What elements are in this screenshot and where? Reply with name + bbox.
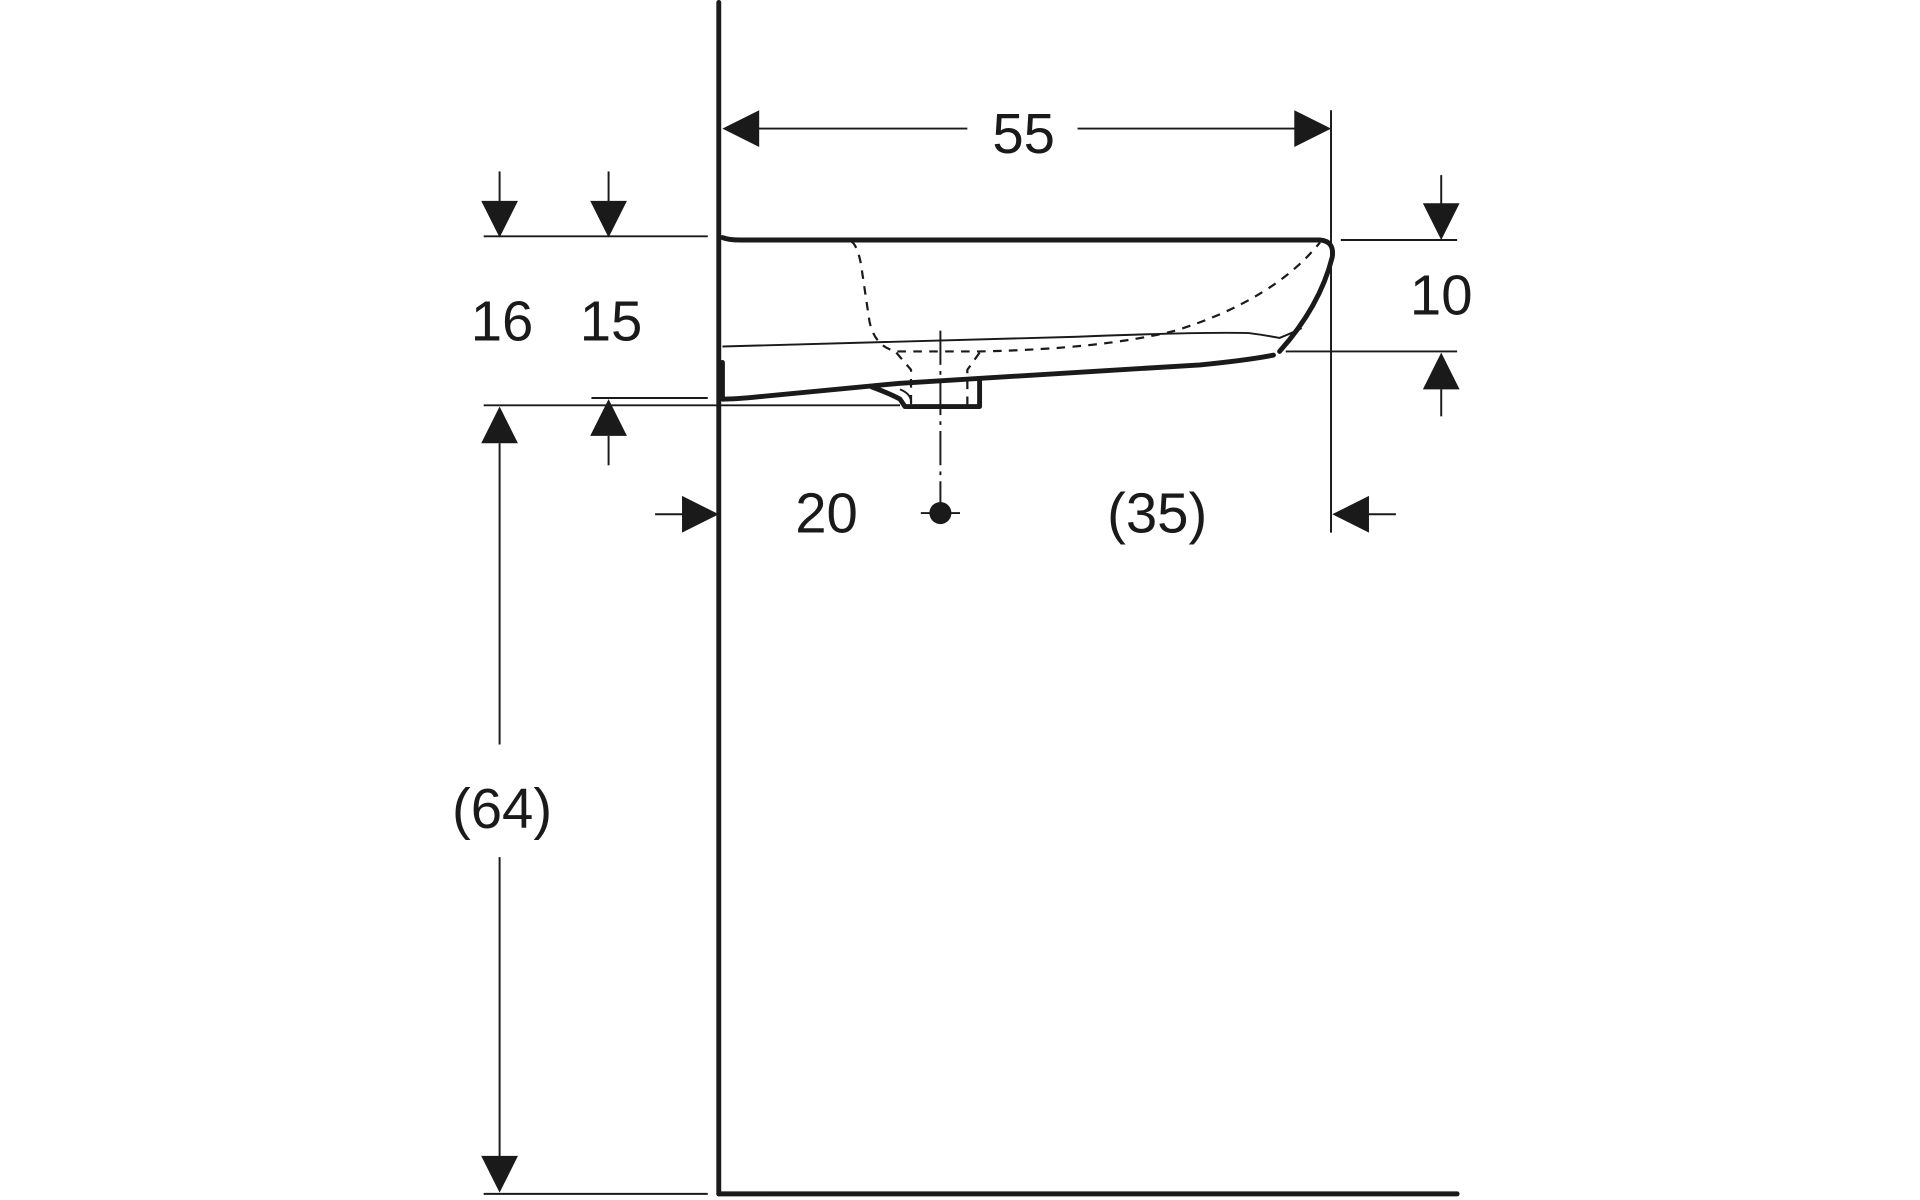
washbasin-outline xyxy=(720,235,1458,409)
width-label: 55 xyxy=(992,102,1055,165)
drain-offset-label: 20 xyxy=(795,482,858,545)
outer-height-label: 16 xyxy=(471,289,534,352)
drain-to-front-label: (35) xyxy=(1107,482,1207,545)
bowl-depth-label: 10 xyxy=(1410,264,1473,327)
mounting-height-dimension: (64) xyxy=(452,406,552,1193)
mounting-height-label: (64) xyxy=(452,777,552,840)
drain-position-dimension: 20 (35) xyxy=(655,482,1396,545)
bowl-depth-dimension: 10 xyxy=(1340,175,1473,417)
width-dimension: 55 xyxy=(722,102,1332,533)
height-dimensions: 16 15 xyxy=(471,171,900,466)
inner-height-label: 15 xyxy=(580,289,643,352)
